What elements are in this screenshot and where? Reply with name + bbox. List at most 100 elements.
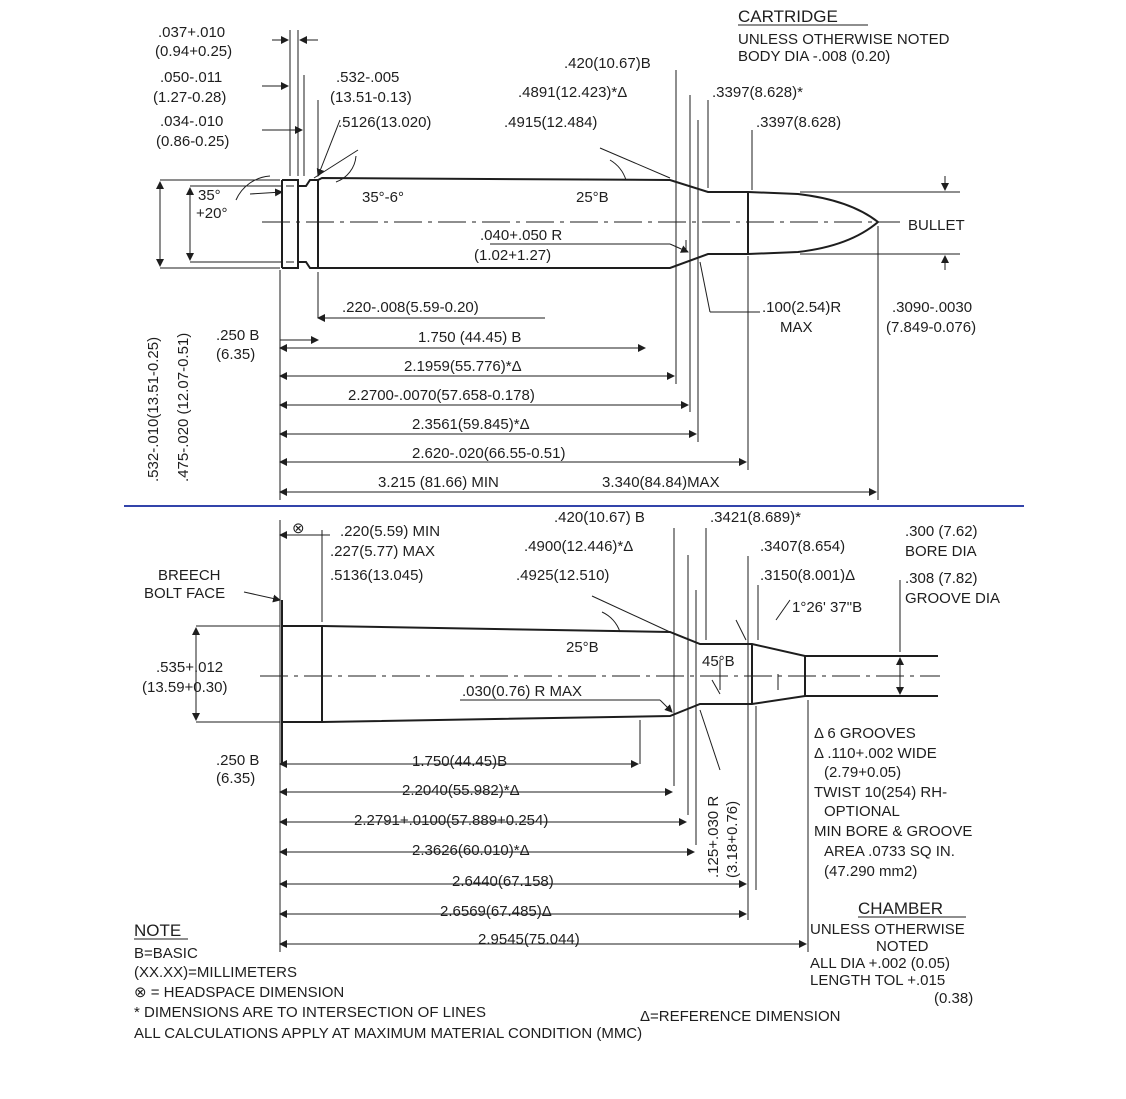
cartridge-dimension-arrows [156, 36, 949, 496]
dim-shoulder-radius: .040+.050 R [480, 227, 562, 244]
dim-base-length: .250 B [216, 327, 259, 344]
dim-neck-dia: .3397(8.628) [756, 114, 841, 131]
dim-len-3340: 3.340(84.84)MAX [602, 474, 720, 491]
angle-shoulder: 25°B [576, 189, 609, 206]
dim-len-1750: 1.750 (44.45) B [418, 329, 521, 346]
dim-headspace-max: .227(5.77) MAX [330, 543, 435, 560]
chamber-drawing: ⊗ .220(5.59) MIN .227(5.77) MAX BREECH B… [142, 509, 1000, 1007]
angle-leade: 1°26' 37"B [792, 599, 862, 616]
note-line: ALL CALCULATIONS APPLY AT MAXIMUM MATERI… [134, 1025, 642, 1042]
dim-len-22700: 2.2700-.0070(57.658-0.178) [348, 387, 535, 404]
dim-throat-radius-mm: (3.18+0.76) [724, 801, 741, 878]
dim-rim-dia-mm: (13.51-0.13) [330, 89, 412, 106]
dim-bore: .300 (7.62) [905, 523, 978, 540]
note-reference: Δ=REFERENCE DIMENSION [640, 1008, 840, 1025]
dim-bore-label: BORE DIA [905, 543, 977, 560]
dim-neck-radius-max: MAX [780, 319, 813, 336]
dim-len-21959: 2.1959(55.776)*Δ [404, 358, 522, 375]
dim-shoulder-radius-mm: (1.02+1.27) [474, 247, 551, 264]
dim-shoulder-ref: .420(10.67)B [564, 55, 651, 72]
dim-base-dia: .5126(13.020) [338, 114, 431, 131]
dim-vert-475: .475-.020 (12.07-0.51) [175, 333, 192, 482]
cartridge-title-block: CARTRIDGE UNLESS OTHERWISE NOTED BODY DI… [738, 7, 950, 65]
chamber-note-4: LENGTH TOL +.015 [810, 972, 945, 989]
rifling-line: (2.79+0.05) [824, 764, 901, 781]
rifling-line: (47.290 mm2) [824, 863, 917, 880]
angle-throat: 45°B [702, 653, 735, 670]
dim-rim-dia: .532-.005 [336, 69, 399, 86]
dim-body-dia: .4915(12.484) [504, 114, 597, 131]
dim-len-2620: 2.620-.020(66.55-0.51) [412, 445, 565, 462]
dim-chamber-neck: .3407(8.654) [760, 538, 845, 555]
dim-chamber-shoulder-ref: .420(10.67) B [554, 509, 645, 526]
chamber-dimension-arrows [192, 531, 904, 948]
dim-chamber-26440: 2.6440(67.158) [452, 873, 554, 890]
headspace-symbol: ⊗ [292, 520, 305, 537]
note-line: * DIMENSIONS ARE TO INTERSECTION OF LINE… [134, 1004, 486, 1021]
dim-chamber-base: .5136(13.045) [330, 567, 423, 584]
chamber-dimension-labels: ⊗ .220(5.59) MIN .227(5.77) MAX BREECH B… [142, 509, 1000, 948]
dim-base-length-mm: (6.35) [216, 346, 255, 363]
rifling-spec: Δ 6 GROOVES Δ .110+.002 WIDE (2.79+0.05)… [814, 725, 972, 880]
dim-body-start: .220-.008(5.59-0.20) [342, 299, 479, 316]
dim-chamber-29545: 2.9545(75.044) [478, 931, 580, 948]
dim-neck-intersect: .3397(8.628)* [712, 84, 803, 101]
cartridge-extension-lines [160, 30, 960, 500]
breech-label-1: BREECH [158, 567, 221, 584]
dim-chamber-rim-mm: (13.59+0.30) [142, 679, 227, 696]
dim-chamber-22040: 2.2040(55.982)*Δ [402, 782, 520, 799]
dim-groove-width-mm: (1.27-0.28) [153, 89, 226, 106]
chamber-outline [281, 600, 938, 764]
dim-chamber-neck-int: .3421(8.689)* [710, 509, 801, 526]
dim-chamber-rim: .535+.012 [156, 659, 223, 676]
cartridge-note-1: UNLESS OTHERWISE NOTED [738, 31, 950, 48]
dim-bevel-mm: (0.86-0.25) [156, 133, 229, 150]
angle-extractor: 35° [198, 187, 221, 204]
dim-chamber-1750: 1.750(44.45)B [412, 753, 507, 770]
dim-headspace-min: .220(5.59) MIN [340, 523, 440, 540]
note-line: B=BASIC [134, 945, 198, 962]
chamber-note-1: UNLESS OTHERWISE [810, 921, 965, 938]
cartridge-note-2: BODY DIA -.008 (0.20) [738, 48, 890, 65]
chamber-title: CHAMBER [858, 899, 943, 918]
notes-block: NOTE B=BASIC (XX.XX)=MILLIMETERS ⊗ = HEA… [134, 921, 840, 1042]
dim-bullet-dia: .3090-.0030 [892, 299, 972, 316]
breech-label-2: BOLT FACE [144, 585, 225, 602]
dim-shoulder-dia: .4891(12.423)*Δ [518, 84, 627, 101]
chamber-note-3: ALL DIA +.002 (0.05) [810, 955, 950, 972]
dim-rim-thickness: .037+.010 [158, 24, 225, 41]
dim-chamber-26569: 2.6569(67.485)Δ [440, 903, 552, 920]
dim-bullet-dia-mm: (7.849-0.076) [886, 319, 976, 336]
chamber-note-5: (0.38) [934, 990, 973, 1007]
dim-vert-532: .532-.010(13.51-0.25) [145, 337, 162, 482]
cartridge-drawing: .037+.010 (0.94+0.25) .050-.011 (1.27-0.… [145, 7, 976, 500]
dim-chamber-base-len-mm: (6.35) [216, 770, 255, 787]
rifling-line: Δ .110+.002 WIDE [814, 745, 937, 762]
rifling-line: AREA .0733 SQ IN. [824, 843, 955, 860]
note-line: ⊗ = HEADSPACE DIMENSION [134, 984, 344, 1001]
dim-groove-label: GROOVE DIA [905, 590, 1000, 607]
dim-throat-radius: .125+.030 R [705, 796, 722, 878]
dim-chamber-base-len: .250 B [216, 752, 259, 769]
angle-body: 35°-6° [362, 189, 404, 206]
dim-chamber-22791: 2.2791+.0100(57.889+0.254) [354, 812, 548, 829]
bullet-label: BULLET [908, 217, 965, 234]
chamber-title-block: CHAMBER UNLESS OTHERWISE NOTED ALL DIA +… [810, 899, 973, 1007]
chamber-extension-lines [196, 520, 901, 952]
dim-len-23561: 2.3561(59.845)*Δ [412, 416, 530, 433]
angle-extractor-tol: +20° [196, 205, 227, 222]
note-line: (XX.XX)=MILLIMETERS [134, 964, 297, 981]
dim-groove: .308 (7.82) [905, 570, 978, 587]
angle-chamber-shoulder: 25°B [566, 639, 599, 656]
dim-neck-radius: .100(2.54)R [762, 299, 841, 316]
dim-groove-width: .050-.011 [160, 69, 222, 86]
dim-chamber-radius: .030(0.76) R MAX [462, 683, 582, 700]
rifling-line: TWIST 10(254) RH- [814, 784, 947, 801]
dim-chamber-23626: 2.3626(60.010)*Δ [412, 842, 530, 859]
cartridge-title: CARTRIDGE [738, 7, 838, 26]
rifling-line: Δ 6 GROOVES [814, 725, 916, 742]
dim-len-3215: 3.215 (81.66) MIN [378, 474, 499, 491]
dim-rim-thickness-mm: (0.94+0.25) [155, 43, 232, 60]
dim-bevel: .034-.010 [160, 113, 223, 130]
